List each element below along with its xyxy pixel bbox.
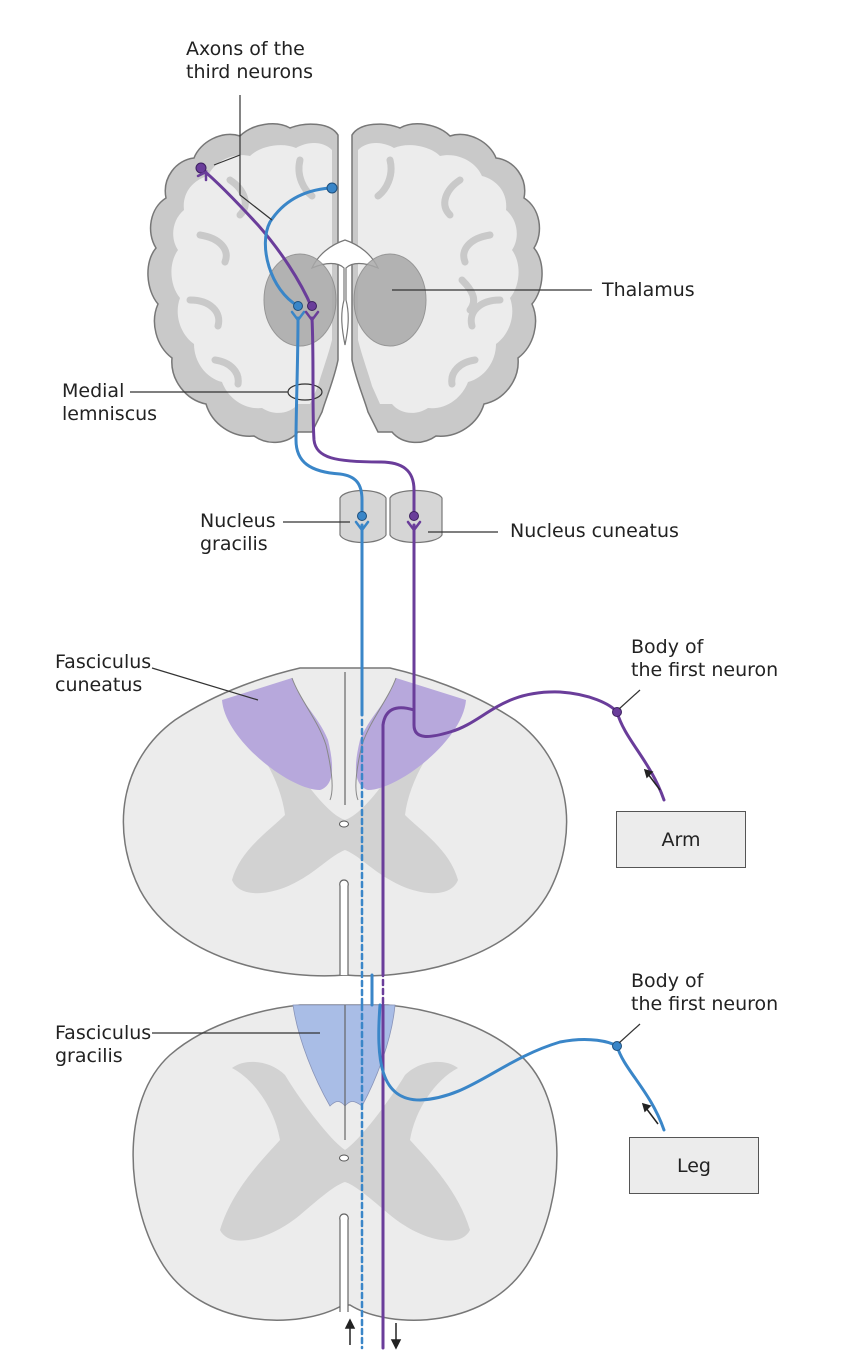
gracile-first-neuron-peripheral (615, 1044, 666, 1132)
cuneate-pathway (201, 168, 666, 1350)
cervical-spinal-cord (122, 667, 568, 977)
cuneate-fiber-entry (381, 706, 416, 977)
axons-third-neurons-label: Axons of the third neurons (186, 38, 313, 84)
medial-lemniscus-line-1: Medial (62, 380, 125, 402)
medial-lemniscus-label: Medial lemniscus (62, 380, 157, 426)
cuneate-medial-lemniscus (310, 316, 416, 517)
fasciculus-cuneatus-line-1: Fasciculus (55, 651, 152, 673)
right-sulci (374, 156, 504, 388)
body-first-neuron-arm-leader (618, 689, 641, 710)
arm-box: Arm (616, 811, 746, 868)
axons-leader (239, 95, 273, 221)
cortex-cuneate-fork (196, 169, 208, 182)
gracile-pathway (263, 186, 666, 1350)
direction-arrows (344, 768, 661, 1350)
ascending-arrow-head (344, 1318, 356, 1329)
body-first-neuron-leg-line-2: the first neuron (631, 993, 779, 1015)
fasciculus-cuneatus-leader (151, 667, 259, 701)
gracile-thalamus-cell-body (293, 301, 303, 311)
cuneate-nucleus-cell-body (409, 511, 419, 521)
cervical-dorsal-column-boundary (291, 677, 397, 801)
left-sulci (186, 156, 316, 388)
left-hemisphere-white-matter (171, 143, 332, 413)
gracile-nucleus-cell-body (357, 511, 367, 521)
nucleus-gracilis-label: Nucleus gracilis (200, 510, 276, 556)
lumbar-central-canal (339, 1154, 349, 1162)
body-first-neuron-arm-line-1: Body of (631, 636, 704, 658)
arm-arrow-line (647, 773, 661, 791)
gracile-medial-lemniscus (294, 316, 364, 517)
leg-arrow-head (641, 1102, 652, 1113)
cuneate-third-neuron-axon (201, 168, 314, 310)
cervical-central-canal (339, 820, 349, 828)
synapse-forks (196, 169, 422, 533)
fasciculus-cuneatus-line-2: cuneatus (55, 674, 143, 696)
body-first-neuron-arm-line-2: the first neuron (631, 659, 779, 681)
medial-lemniscus-line-2: lemniscus (62, 403, 158, 425)
cervical-ventral-fissure (339, 879, 349, 975)
fasciculus-gracilis-label: Fasciculus gracilis (55, 1022, 151, 1068)
right-thalamus (353, 253, 427, 347)
descending-arrow-head (390, 1339, 402, 1350)
cuneate-first-neuron-central (412, 523, 619, 738)
lumbar-gray-matter (220, 1061, 470, 1241)
cuneate-cortex-cell-body (195, 162, 207, 174)
lumbar-spinal-cord (132, 1004, 558, 1321)
cervical-fasciculus-cuneatus-left (222, 678, 333, 790)
nucleus-gracilis-line-2: gracilis (200, 533, 268, 555)
cell-bodies (195, 162, 622, 1051)
gracile-lumbar-entry (377, 1003, 619, 1102)
axons-leader-tick (213, 154, 241, 166)
leader-lines (130, 95, 641, 1044)
fasciculus-gracilis-line-1: Fasciculus (55, 1022, 152, 1044)
cuneate-thalamus-cell-body (307, 301, 317, 311)
body-first-neuron-arm-label: Body of the first neuron (631, 636, 778, 682)
nucleus-cuneatus-label: Nucleus cuneatus (510, 520, 679, 542)
leg-box: Leg (629, 1137, 759, 1194)
thalamus-label: Thalamus (602, 279, 695, 301)
gracile-nucleus-fork (354, 520, 370, 533)
body-first-neuron-leg-leader (618, 1023, 641, 1044)
right-hemisphere-white-matter (358, 143, 519, 413)
axons-third-neurons-line-1: Axons of the (186, 38, 305, 60)
gracile-third-neuron-axon (263, 186, 332, 308)
left-thalamus (263, 253, 337, 347)
lumbar-ventral-fissure (339, 1213, 349, 1312)
body-first-neuron-leg-line-1: Body of (631, 970, 704, 992)
gracile-thalamus-fork (290, 310, 306, 323)
fasciculus-gracilis-line-2: gracilis (55, 1045, 123, 1067)
arm-first-neuron-body (612, 707, 622, 717)
gracile-cortex-cell-body (326, 182, 338, 194)
body-first-neuron-leg-label: Body of the first neuron (631, 970, 778, 1016)
cuneate-thalamus-fork (304, 310, 320, 323)
brain-section (147, 123, 543, 444)
brainstem-nuclei (339, 489, 443, 544)
axons-third-neurons-line-2: third neurons (186, 61, 314, 83)
nucleus-gracilis-line-1: Nucleus (200, 510, 276, 532)
fasciculus-cuneatus-label: Fasciculus cuneatus (55, 651, 151, 697)
cuneate-nucleus-fork (406, 520, 422, 533)
leg-arrow-line (645, 1107, 659, 1125)
leg-first-neuron-body (612, 1041, 622, 1051)
arm-arrow-head (643, 768, 654, 779)
